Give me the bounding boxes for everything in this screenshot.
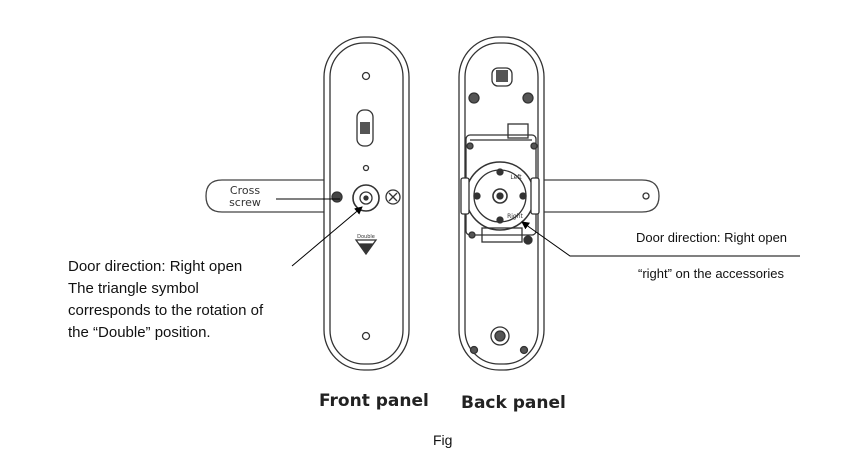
left-annotation-line2: The triangle symbol	[68, 280, 199, 297]
left-annotation: Door direction: Right open The triangle …	[68, 256, 263, 344]
cross-screw-line2: screw	[229, 196, 261, 209]
leader-lines	[276, 198, 800, 267]
spindle-inner	[359, 191, 373, 205]
front-handle	[205, 179, 330, 213]
left-annotation-line4: the “Double” position.	[68, 324, 211, 341]
figure-caption: Fig	[433, 432, 453, 448]
left-annotation-line1: Door direction: Right open	[68, 258, 243, 275]
right-mark: Right	[507, 213, 523, 220]
front-panel-title: Front panel	[319, 391, 429, 411]
spindle-outer	[352, 184, 380, 212]
double-triangle-symbol	[354, 239, 378, 256]
cross-screw-label: Cross screw	[216, 185, 274, 209]
back-panel	[458, 36, 660, 371]
left-mark: Left	[510, 174, 522, 181]
back-handle	[536, 179, 660, 213]
front-plate-inner	[329, 42, 404, 365]
key-cylinder-cover	[356, 109, 374, 147]
cross-screw-left	[331, 191, 343, 203]
front-panel	[205, 36, 410, 371]
door-direction-label: Door direction: Right open	[636, 230, 788, 245]
spindle-hole	[492, 188, 508, 204]
cross-screw-line1: Cross	[229, 184, 261, 197]
double-mark: Double	[357, 234, 375, 240]
x-mark	[385, 189, 401, 205]
front-annotation-leader	[291, 206, 363, 267]
back-bottom-hole	[490, 326, 510, 346]
left-annotation-line3: corresponds to the rotation of	[68, 302, 264, 319]
accessory-note-label: “right” on the accessories	[638, 266, 784, 281]
back-panel-title: Back panel	[461, 393, 566, 413]
back-annotation-leader	[521, 221, 800, 257]
front-bottom-hole	[361, 331, 371, 341]
front-top-hole	[361, 71, 371, 81]
